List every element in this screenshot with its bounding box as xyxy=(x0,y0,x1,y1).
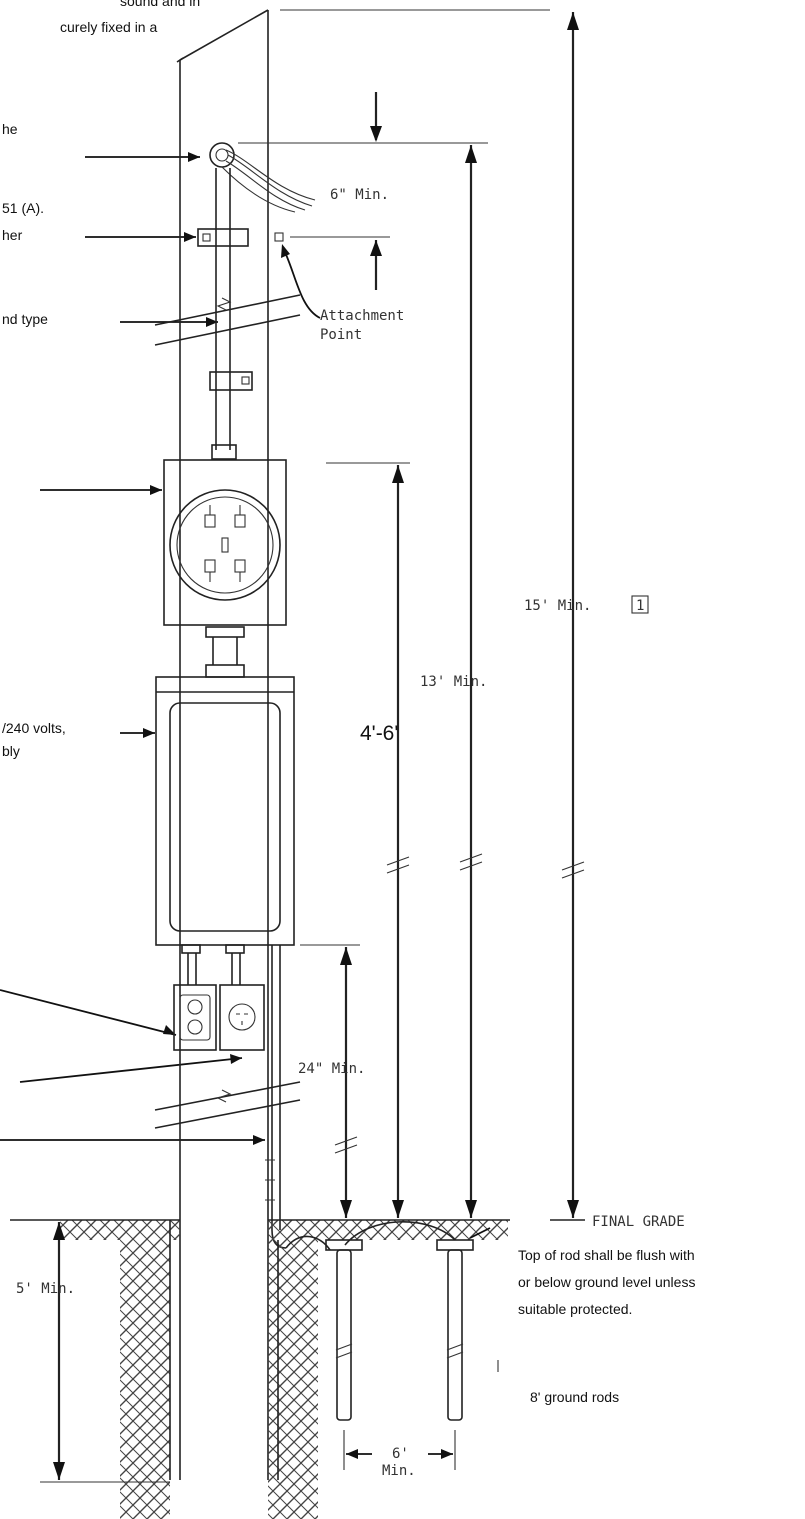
dimension-13ft xyxy=(238,142,488,1218)
dimension-5ft xyxy=(40,1222,170,1483)
note-3-line-2: her xyxy=(2,227,23,243)
ground-rods xyxy=(285,1221,474,1421)
rod-top-note-line-3: suitable protected. xyxy=(518,1301,632,1317)
dimension-rod-spacing xyxy=(343,1430,456,1470)
attachment-point-leader xyxy=(283,249,321,319)
dimension-15ft-label: 15' Min. xyxy=(524,598,591,614)
dimension-6in xyxy=(290,92,390,290)
note-1-line-2: curely fixed in a xyxy=(60,19,157,35)
ground-hatching xyxy=(10,1219,510,1519)
dimension-rod-spacing-label-1: 6' xyxy=(392,1446,409,1462)
meter-socket xyxy=(163,459,287,626)
dimension-13ft-label: 13' Min. xyxy=(420,674,487,690)
rod-top-note-line-2: or below ground level unless xyxy=(518,1274,695,1290)
attachment-point-bracket xyxy=(274,232,284,242)
dimension-meter-height xyxy=(326,462,410,1218)
dimension-15ft xyxy=(280,9,585,1218)
dimension-6in-label: 6" Min. xyxy=(330,187,389,203)
dimension-5ft-label: 5' Min. xyxy=(16,1281,75,1297)
left-leader-arrows xyxy=(0,152,265,1145)
riser-conduit xyxy=(197,168,253,460)
attachment-point-label-2: Point xyxy=(320,327,362,343)
final-grade-label: FINAL GRADE xyxy=(592,1214,685,1230)
note-1-line-1: sound and in xyxy=(120,0,200,9)
meter-to-panel-nipple xyxy=(205,626,245,678)
note-ref-number: 1 xyxy=(636,598,644,614)
dimension-24in-label: 24" Min. xyxy=(298,1061,365,1077)
attachment-point-label-1: Attachment xyxy=(320,308,404,324)
rod-top-leader xyxy=(469,1227,491,1239)
note-5-line-2: bly xyxy=(2,743,20,759)
service-head xyxy=(209,142,316,213)
attachment-point-arrowhead xyxy=(281,244,290,258)
receptacle-boxes xyxy=(173,944,265,1051)
dimension-24in xyxy=(300,944,360,1218)
note-5-line-1: /240 volts, xyxy=(2,720,66,736)
ground-rods-note: 8' ground rods xyxy=(530,1389,619,1405)
note-3-line-1: 51 (A). xyxy=(2,200,44,216)
dimension-rod-spacing-label-2: Min. xyxy=(382,1463,416,1479)
note-4: nd type xyxy=(2,311,48,327)
note-2: he xyxy=(2,121,18,137)
rod-top-note-line-1: Top of rod shall be flush with xyxy=(518,1247,695,1263)
dimension-meter-height-label: 4'-6' xyxy=(360,722,398,745)
distribution-panel xyxy=(155,676,295,946)
note-ref-box xyxy=(631,595,649,614)
